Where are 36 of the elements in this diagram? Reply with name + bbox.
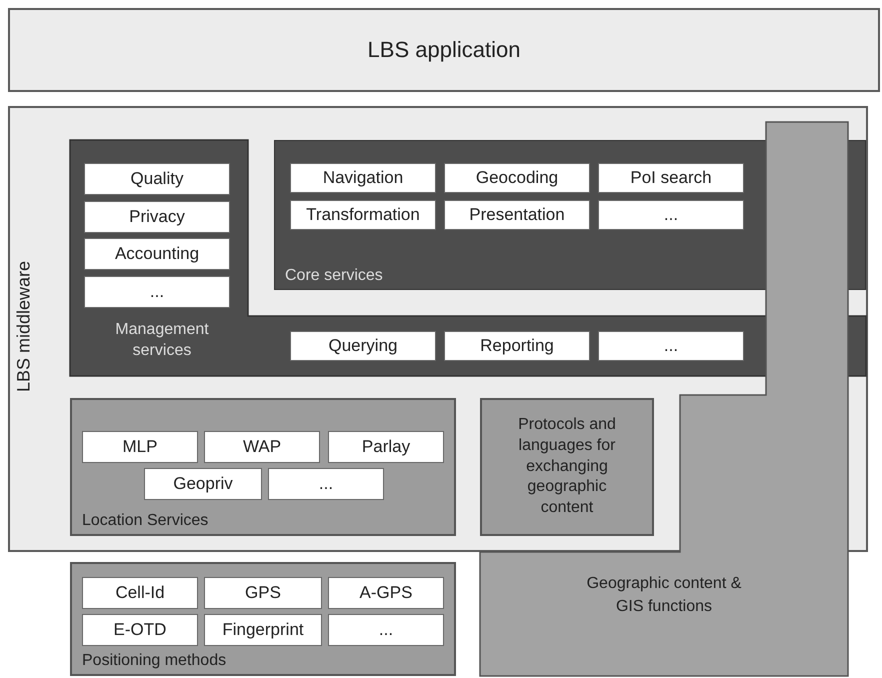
group-title: Core services: [285, 267, 383, 285]
panel-label: Geographic content & GIS functions: [586, 574, 742, 618]
panel-label: Protocols and languages for exchanging geographic content: [517, 415, 617, 518]
service-box: Cell-Id: [82, 577, 198, 609]
service-box: Querying: [290, 331, 436, 361]
service-box: Geocoding: [444, 163, 590, 193]
service-box: WAP: [204, 431, 320, 463]
service-box: PoI search: [598, 163, 744, 193]
service-box: GPS: [204, 577, 322, 609]
service-box: Reporting: [444, 331, 590, 361]
service-box: MLP: [82, 431, 198, 463]
group-title: Positioning methods: [82, 652, 226, 670]
service-box: Quality: [84, 163, 230, 195]
service-box: Parlay: [328, 431, 444, 463]
service-box: Privacy: [84, 201, 230, 233]
service-group-panel: [70, 562, 456, 676]
service-box: Accounting: [84, 238, 230, 270]
service-box: ...: [84, 276, 230, 308]
service-box: ...: [598, 200, 744, 230]
service-box: Presentation: [444, 200, 590, 230]
service-box: ...: [268, 468, 384, 500]
panel-label: LBS application: [366, 36, 522, 64]
service-box: Transformation: [290, 200, 436, 230]
service-box: Geopriv: [144, 468, 262, 500]
service-box: ...: [328, 614, 444, 646]
service-box: Navigation: [290, 163, 436, 193]
group-title: Location Services: [82, 512, 208, 530]
service-box: E-OTD: [82, 614, 198, 646]
layer-panel: [8, 8, 880, 92]
service-group-panel: [480, 398, 654, 536]
group-title: Management services: [114, 320, 210, 361]
service-box: ...: [598, 331, 744, 361]
service-box: Fingerprint: [204, 614, 322, 646]
group-title: LBS middleware: [14, 260, 34, 394]
service-group-panel: [70, 398, 456, 536]
service-box: A-GPS: [328, 577, 444, 609]
